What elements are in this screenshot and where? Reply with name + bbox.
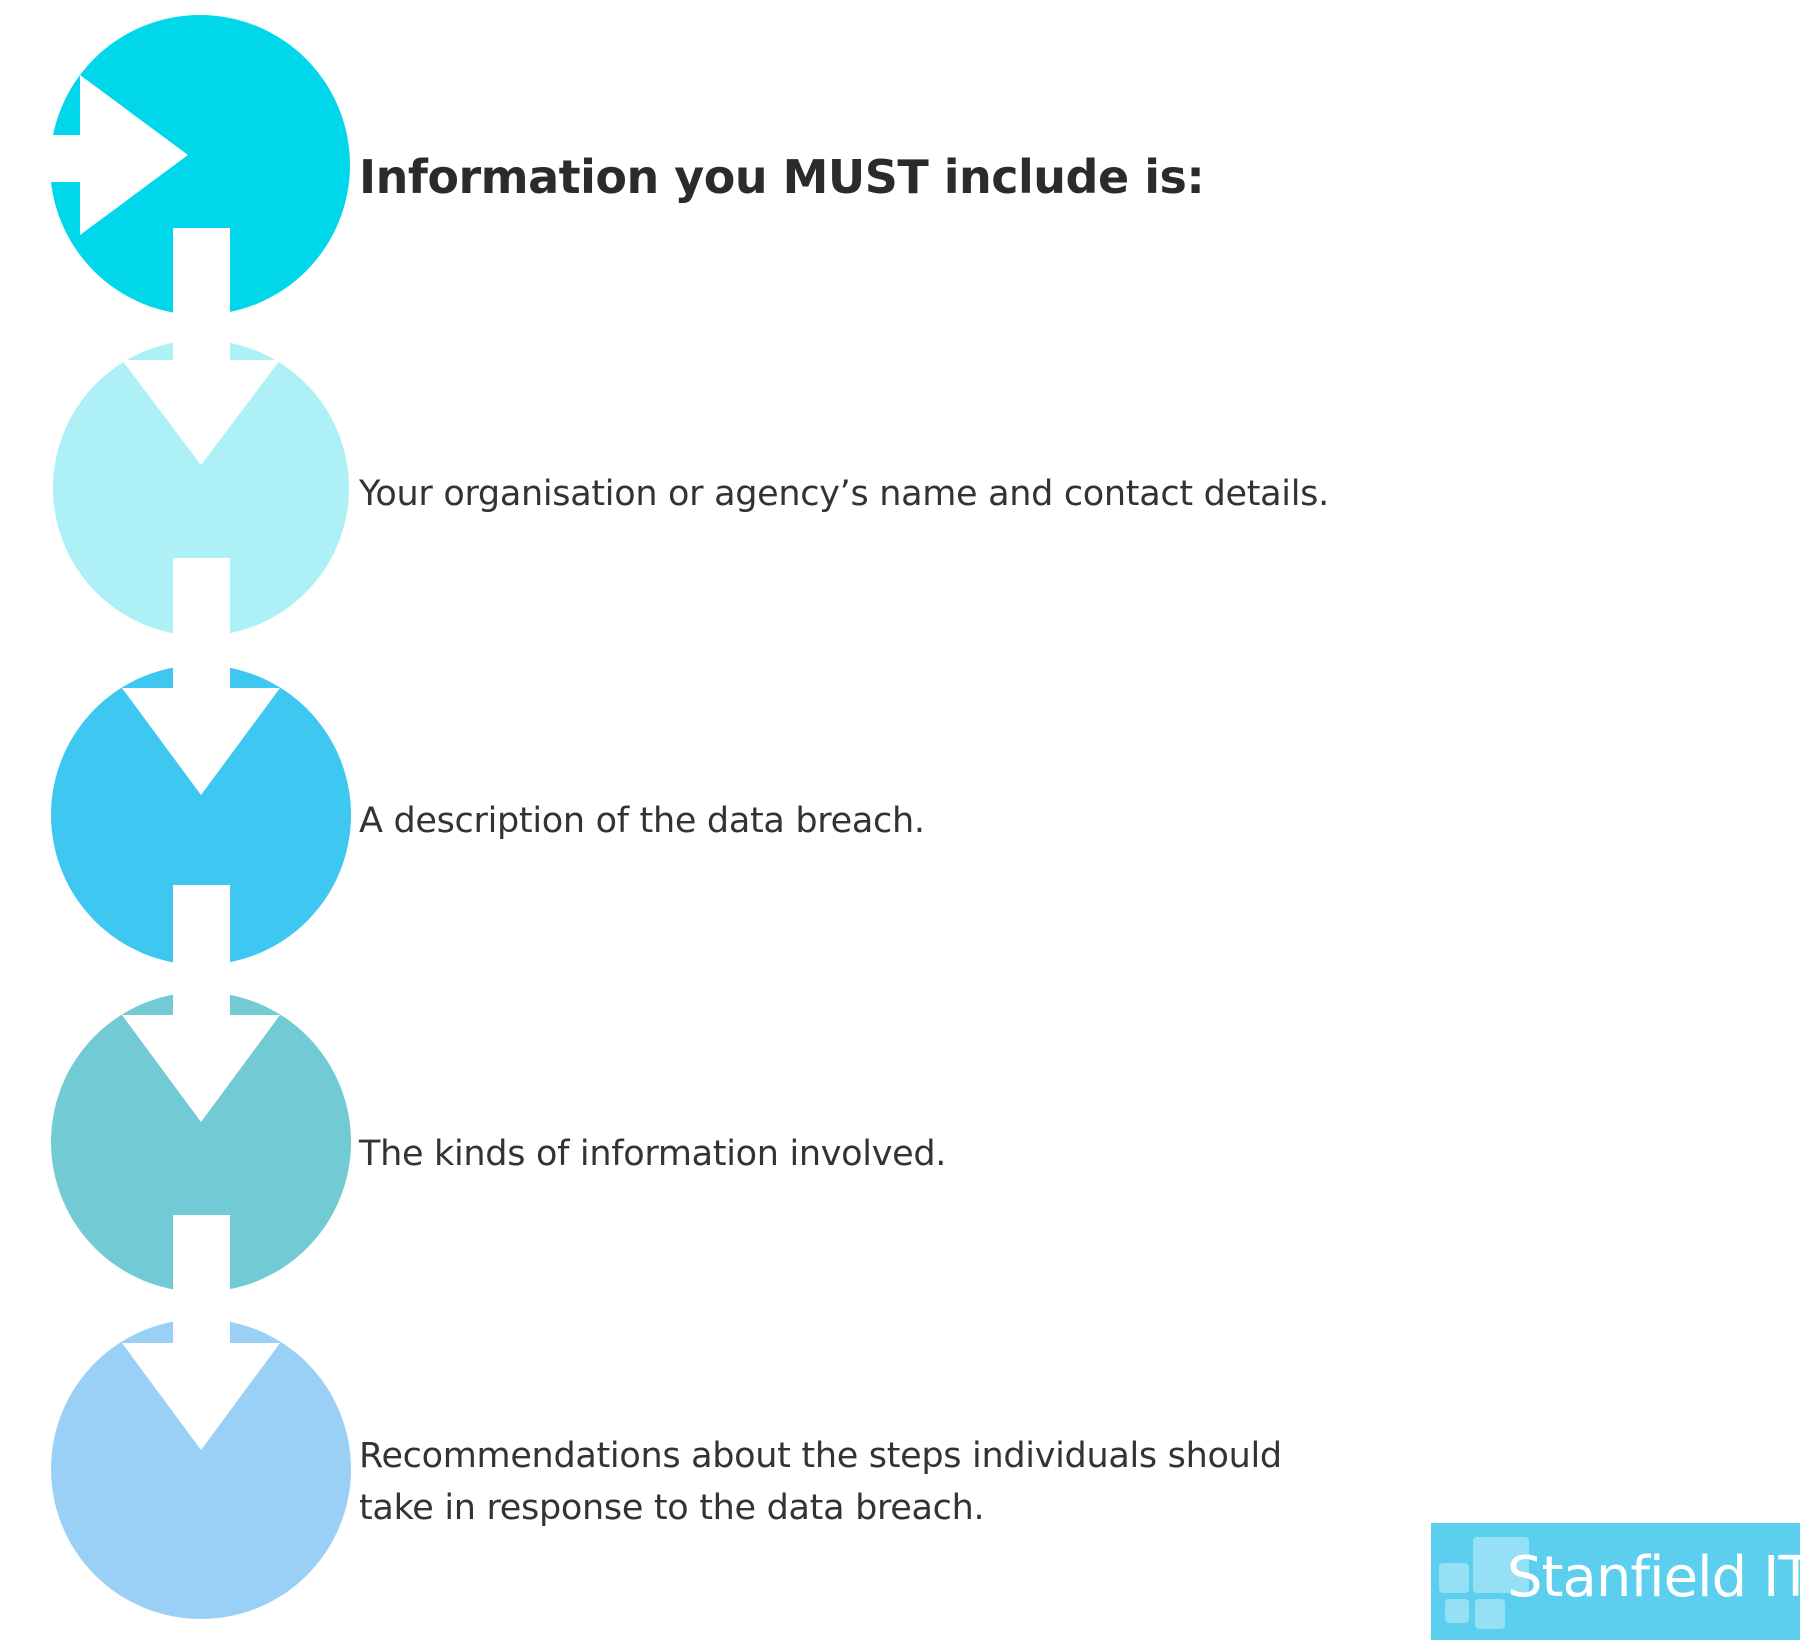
- start-circle: [50, 15, 350, 315]
- arrow-down-icon: [122, 228, 280, 465]
- step-circle-2: [51, 665, 351, 965]
- step-text-1: Your organisation or agency’s name and c…: [359, 474, 1329, 514]
- arrow-right-icon: [50, 75, 188, 235]
- step-text-4: Recommendations about the steps individu…: [359, 1436, 1282, 1528]
- step-text-2: A description of the data breach.: [359, 801, 925, 841]
- step-text-3: The kinds of information involved.: [359, 1134, 947, 1174]
- arrow-down-icon: [122, 885, 280, 1122]
- arrow-down-icon: [122, 558, 280, 795]
- step-circle-1: [53, 340, 349, 636]
- step-circle-4: [51, 1319, 351, 1619]
- logo-square: [1439, 1563, 1469, 1593]
- stanfield-it-logo: Stanfield IT: [1431, 1523, 1800, 1640]
- heading: Information you MUST include is:: [359, 150, 1205, 204]
- logo-square: [1475, 1599, 1505, 1629]
- arrow-down-icon: [122, 1215, 280, 1450]
- step-circle-3: [51, 992, 351, 1292]
- logo-square: [1445, 1599, 1469, 1623]
- flow-graphic: [50, 15, 351, 1619]
- logo-text: Stanfield IT: [1507, 1545, 1800, 1610]
- logo-square: [1473, 1537, 1529, 1593]
